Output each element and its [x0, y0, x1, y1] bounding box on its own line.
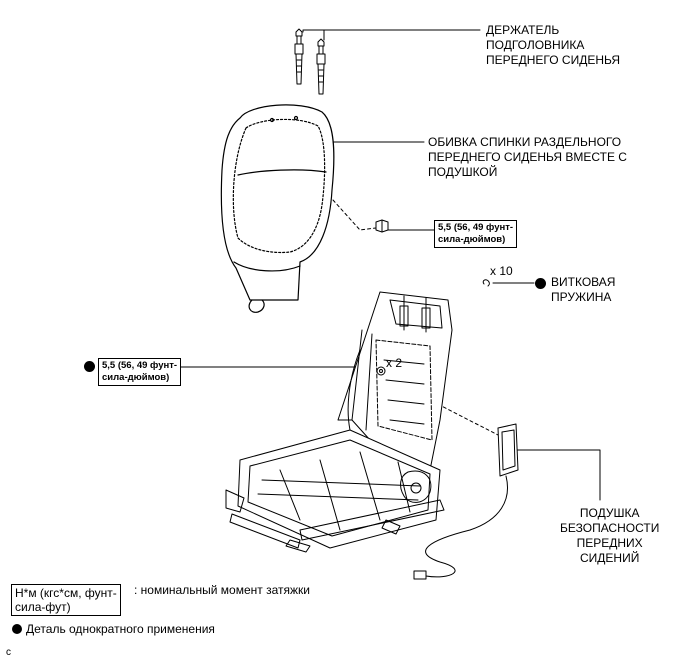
- non-reusable-marker-nut: [84, 361, 95, 372]
- footer-code: c: [6, 647, 11, 658]
- seatback-cover-line-1: ОБИВКА СПИНКИ РАЗДЕЛЬНОГО: [428, 135, 622, 149]
- seatback-cover-line-2: ПЕРЕДНЕГО СИДЕНЬЯ ВМЕСТЕ С: [428, 150, 627, 164]
- torque-spec-upper: 5,5 (56, 49 фунт- сила-дюймов): [434, 220, 518, 248]
- headrest-support-drawing: [294, 28, 326, 95]
- airbag-line-2: БЕЗОПАСНОСТИ: [560, 521, 660, 535]
- seat-frame-drawing: [225, 291, 453, 553]
- legend-torque-meaning: : номинальный момент затяжки: [134, 583, 310, 597]
- airbag-line-3: ПЕРЕДНИХ: [576, 536, 643, 550]
- side-airbag-drawing: [413, 423, 519, 580]
- legend-torque-units-line-2: сила-фут): [15, 600, 71, 614]
- headrest-support-line-3: ПЕРЕДНЕГО СИДЕНЬЯ: [486, 53, 621, 67]
- legend-torque-units: Н*м (кгс*см, фунт- сила-фут): [11, 584, 121, 616]
- coil-spring-label: ВИТКОВАЯ ПРУЖИНА: [551, 275, 615, 305]
- legend-torque-units-line-1: Н*м (кгс*см, фунт-: [15, 586, 117, 600]
- legend-non-reusable-text: Деталь однократного применения: [26, 622, 215, 636]
- headrest-support-label: ДЕРЖАТЕЛЬ ПОДГОЛОВНИКА ПЕРЕДНЕГО СИДЕНЬЯ: [486, 23, 620, 68]
- seatback-cover-label: ОБИВКА СПИНКИ РАЗДЕЛЬНОГО ПЕРЕДНЕГО СИДЕ…: [428, 135, 627, 180]
- legend-non-reusable-marker: [12, 624, 22, 634]
- nut-count: x 2: [386, 356, 403, 370]
- seatback-cover-drawing: [220, 104, 335, 313]
- torque-spec-upper-line-2: сила-дюймов): [438, 234, 506, 245]
- airbag-line-1: ПОДУШКА: [579, 506, 640, 520]
- headrest-support-line-2: ПОДГОЛОВНИКА: [486, 38, 585, 52]
- nut-drawing: [375, 219, 389, 233]
- seatback-cover-line-3: ПОДУШКОЙ: [428, 165, 498, 179]
- headrest-support-line-1: ДЕРЖАТЕЛЬ: [486, 23, 560, 37]
- torque-spec-upper-line-1: 5,5 (56, 49 фунт-: [438, 222, 514, 233]
- torque-spec-left-line-1: 5,5 (56, 49 фунт-: [102, 360, 178, 371]
- torque-spec-left: 5,5 (56, 49 фунт- сила-дюймов): [98, 358, 182, 386]
- coil-spring-line-2: ПРУЖИНА: [551, 290, 612, 304]
- torque-spec-left-line-2: сила-дюймов): [102, 372, 170, 383]
- airbag-line-4: СИДЕНИЙ: [579, 551, 640, 565]
- coil-spring-drawing: [482, 279, 490, 287]
- spring-count: x 10: [490, 264, 513, 278]
- leader-lines: [111, 29, 601, 501]
- non-reusable-marker-spring: [535, 278, 546, 289]
- coil-spring-line-1: ВИТКОВАЯ: [551, 275, 616, 289]
- airbag-label: ПОДУШКА БЕЗОПАСНОСТИ ПЕРЕДНИХ СИДЕНИЙ: [560, 506, 659, 566]
